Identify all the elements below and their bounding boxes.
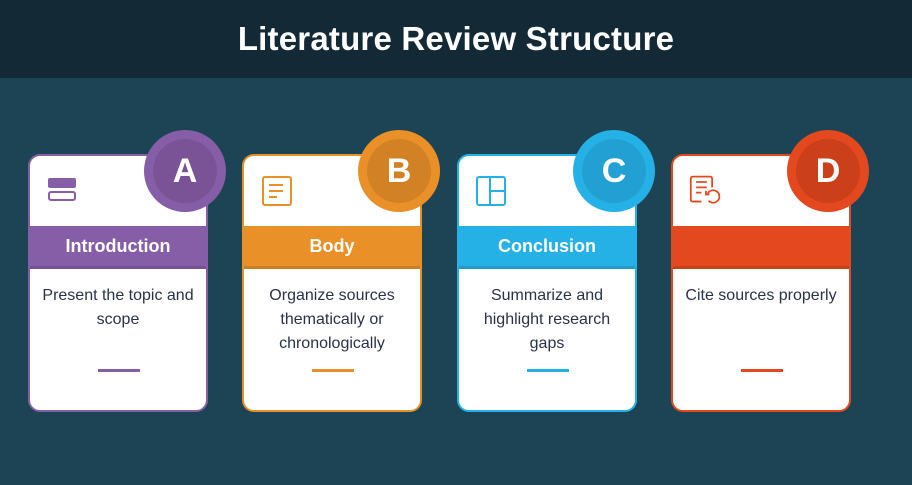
stacked-rows-icon xyxy=(48,178,76,201)
divider xyxy=(527,369,569,372)
card-header: Introduction xyxy=(30,226,206,269)
card-description: Present the topic and scope xyxy=(42,287,194,328)
letter-badge: A xyxy=(144,130,226,212)
card-introduction: Introduction Present the topic and scope… xyxy=(28,130,226,412)
card-header: Conclusion xyxy=(459,226,635,269)
badge-letter: B xyxy=(367,139,431,203)
title-bar: Literature Review Structure xyxy=(0,0,912,78)
divider xyxy=(741,369,783,372)
card-description: Cite sources properly xyxy=(685,287,837,304)
document-lines-icon xyxy=(262,176,292,206)
badge-letter: D xyxy=(796,139,860,203)
letter-badge: B xyxy=(358,130,440,212)
layout-panels-icon xyxy=(476,176,506,206)
letter-badge: D xyxy=(787,130,869,212)
document-refresh-icon xyxy=(689,175,721,204)
letter-badge: C xyxy=(573,130,655,212)
card-citations: Cite sources properly D xyxy=(671,130,869,412)
card-header: Body xyxy=(244,226,420,269)
card-conclusion: Conclusion Summarize and highlight resea… xyxy=(457,130,655,412)
card-header xyxy=(673,226,849,269)
badge-letter: C xyxy=(582,139,646,203)
card-body: Body Organize sources thematically or ch… xyxy=(242,130,440,412)
divider xyxy=(312,369,354,372)
card-description: Organize sources thematically or chronol… xyxy=(269,287,395,352)
page-title: Literature Review Structure xyxy=(237,20,675,57)
card-description: Summarize and highlight research gaps xyxy=(483,287,611,352)
badge-letter: A xyxy=(153,139,217,203)
divider xyxy=(98,369,140,372)
